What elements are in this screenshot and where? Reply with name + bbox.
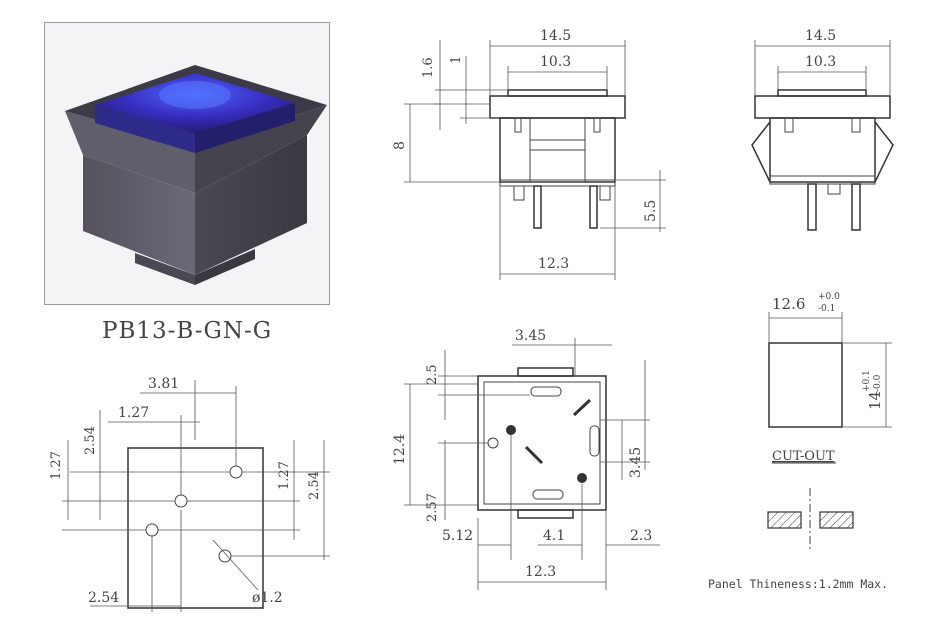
side-width-outer-label: 14.5 [540, 28, 571, 44]
product-model-caption: PB13-B-GN-G [102, 318, 273, 344]
cutout-rectangle [768, 342, 843, 428]
cutout-width-tol-upper: +0.0 [818, 292, 840, 302]
back-view-cap [754, 95, 891, 119]
pcb-dim-d7: 2.54 [88, 590, 119, 606]
cutout-view: 12.6 +0.0 -0.1 14 +0.1 -0.0 CUT-OUT [768, 292, 892, 464]
pcb-dim-d4: 1.27 [49, 451, 64, 480]
side-cap-step-label: 1 [449, 56, 464, 64]
back-view: 14.5 10.3 [751, 28, 894, 231]
side-cap-height-label: 1.6 [421, 57, 436, 78]
side-width-inner-label: 10.3 [540, 54, 571, 70]
pcb-layout: 3.81 1.27 2.54 1.27 1.27 2.54 2.54 ø1.2 [49, 376, 330, 612]
bottom-slot-right [589, 425, 600, 457]
side-view: 14.5 10.3 1.6 1 8 5.5 12.3 [392, 28, 666, 280]
pcb-hole-3 [145, 523, 159, 537]
bottom-left-bottom-label: 5.12 [442, 528, 473, 544]
pcb-dim-d1: 3.81 [148, 376, 179, 392]
cutout-height-tol-lower: -0.0 [873, 374, 883, 392]
back-view-clip-left [751, 121, 771, 183]
bottom-right-height-label: 3.45 [628, 447, 644, 478]
bottom-mid-bottom-label: 4.1 [543, 528, 565, 544]
bottom-slot-bottom [532, 489, 564, 500]
product-photo [65, 65, 327, 285]
pcb-hole-2 [174, 494, 188, 508]
panel-section-right [819, 511, 854, 529]
bottom-base-width-label: 12.3 [525, 564, 556, 580]
panel-section-left [767, 511, 802, 529]
back-view-body [769, 117, 876, 183]
bottom-height-label: 12.4 [392, 434, 408, 465]
side-base-width-label: 12.3 [538, 256, 569, 272]
pcb-hole-1 [229, 465, 243, 479]
cutout-height-label: 14 [866, 391, 884, 410]
cutout-width-label: 12.6 [772, 295, 805, 313]
bottom-left-lower-label: 2.57 [425, 493, 440, 522]
pcb-hole-diameter: ø1.2 [252, 590, 283, 606]
cutout-height-tol-upper: +0.1 [862, 370, 872, 392]
side-body-height-label: 8 [392, 141, 408, 150]
pcb-layout-outline [127, 447, 264, 609]
bottom-slot-top [530, 386, 562, 397]
side-view-pin-right [589, 185, 598, 229]
bottom-view: 2.5 3.45 12.4 3.45 2.57 5.12 4.1 2.3 12.… [392, 328, 660, 590]
panel-thickness-note: Panel Thineness:1.2mm Max. [708, 577, 888, 591]
side-pin-length-label: 5.5 [643, 200, 659, 222]
cutout-width-tol-lower: -0.1 [818, 304, 835, 314]
cutout-title: CUT-OUT [772, 449, 835, 464]
bottom-right-bottom-label: 2.3 [630, 528, 652, 544]
bottom-top-width-label: 3.45 [515, 328, 546, 344]
pcb-dim-d6: 2.54 [307, 471, 322, 500]
pcb-hole-4 [218, 549, 232, 563]
back-width-inner-label: 10.3 [805, 54, 836, 70]
side-view-cap [489, 95, 626, 119]
pcb-dim-d2: 1.27 [118, 405, 149, 421]
product-photo-frame [44, 22, 330, 305]
panel-section [767, 488, 854, 552]
pcb-dim-d5: 1.27 [277, 461, 292, 490]
bottom-top-offset-label: 2.5 [425, 364, 440, 385]
back-width-outer-label: 14.5 [805, 28, 836, 44]
pcb-dim-d3: 2.54 [83, 426, 98, 455]
back-view-clip-right [874, 121, 894, 183]
side-view-cap-top [507, 89, 608, 97]
side-view-pin-left [533, 185, 542, 229]
